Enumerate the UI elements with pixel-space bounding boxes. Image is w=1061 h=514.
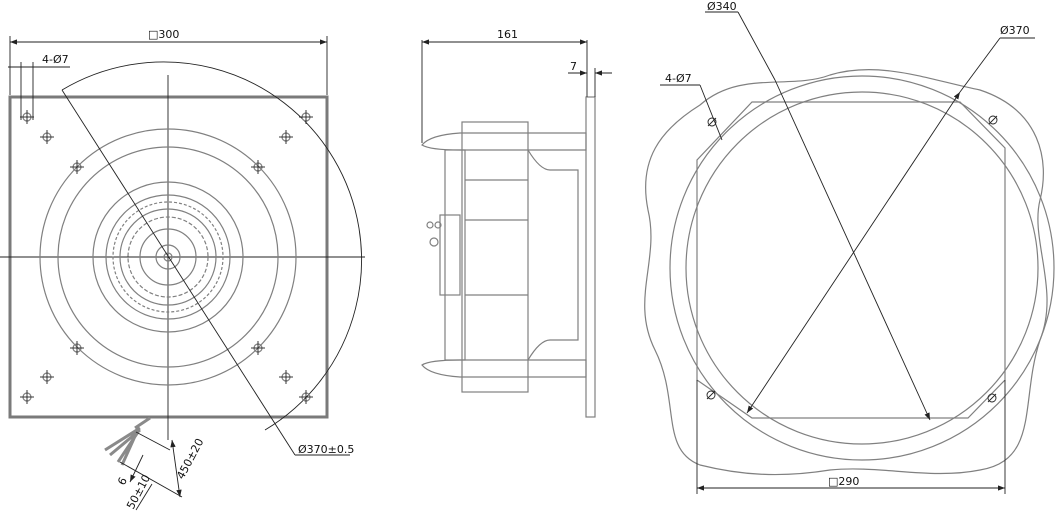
wire-end-dimension: 6 (115, 475, 130, 487)
panel-outline (644, 69, 1048, 476)
cutout-width-dimension: □290 (828, 475, 859, 488)
diameter-dimension: Ø370±0.5 (298, 443, 354, 456)
plate-dimension: 7 (570, 60, 577, 73)
width-dimension: □300 (148, 28, 179, 41)
side-view: 161 7 (421, 28, 612, 418)
inner-circle (685, 91, 1039, 445)
cutout-square (696, 101, 1006, 419)
strip-length-dimension: 50±10 (124, 472, 153, 511)
impeller-diameter-arc (61, 61, 362, 431)
cable-bundle: 450±20 50±10 6 (104, 416, 206, 511)
cutout-holes-dimension: 4-Ø7 (665, 72, 692, 85)
outer-diameter-dimension: Ø370 (1000, 24, 1030, 37)
inlet-ring (39, 128, 297, 386)
cutout-view: Ø340 Ø370 4-Ø7 □290 (644, 0, 1055, 494)
front-view: □300 4-Ø7 Ø370±0.5 450±20 50±10 6 (0, 28, 365, 511)
depth-dimension: 161 (497, 28, 518, 41)
side-plate (585, 96, 596, 418)
inner-diameter-dimension: Ø340 (707, 0, 737, 13)
cable-length-dimension: 450±20 (174, 436, 206, 481)
holes-dimension: 4-Ø7 (42, 53, 69, 66)
outer-circle (669, 75, 1055, 461)
